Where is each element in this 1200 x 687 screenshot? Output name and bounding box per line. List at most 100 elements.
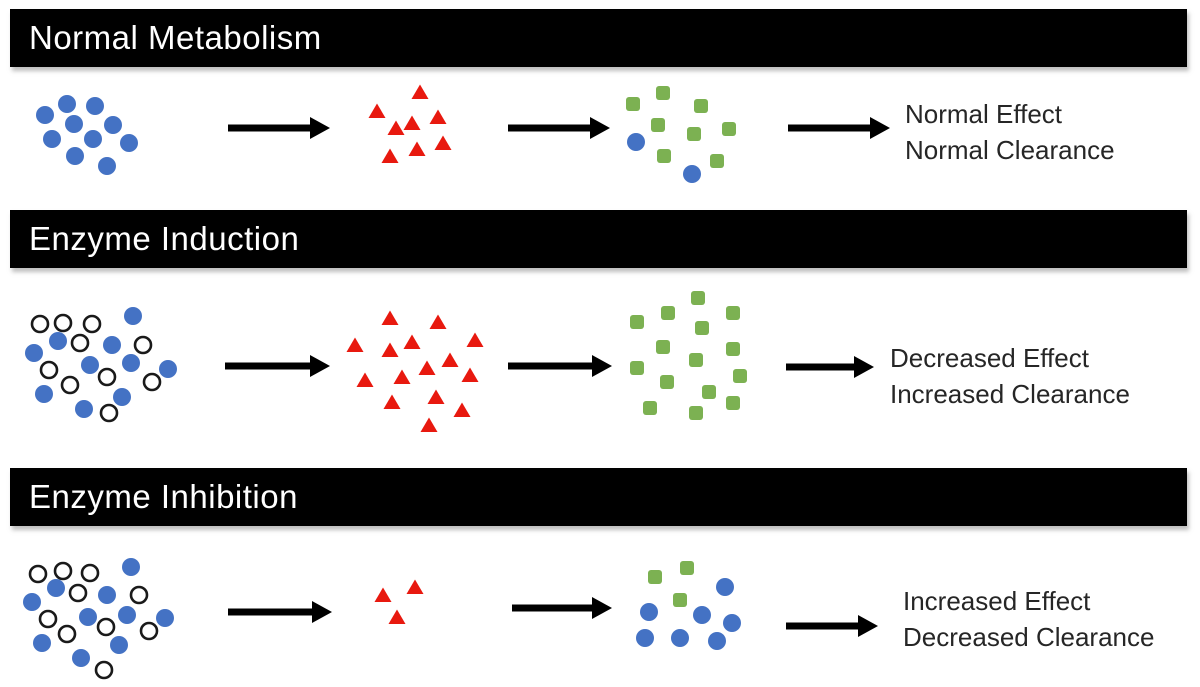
open-circle [53,313,73,333]
open-circle [82,314,102,334]
blue-circle [23,593,41,611]
green-square [702,385,716,399]
red-triangle [406,579,424,594]
outcome-label-inhibition: Increased Effect Decreased Clearance [903,583,1154,655]
section-banner-enzyme-inhibition: Enzyme Inhibition [10,468,1187,526]
metabolism-cluster [346,310,484,432]
blue-circle [47,579,65,597]
green-square [689,353,703,367]
blue-circle [723,614,741,632]
green-square [710,154,724,168]
blue-circle [640,603,658,621]
red-triangle [453,402,471,417]
drug-inhibitor-cluster [23,558,174,680]
red-triangle [393,369,411,384]
blue-circle [58,95,76,113]
open-circle [129,585,149,605]
outcome-label-induction: Decreased Effect Increased Clearance [890,340,1130,412]
open-circle [28,564,48,584]
flow-arrow-icon [225,355,330,377]
open-circle [142,372,162,392]
open-circle [60,375,80,395]
green-square [660,375,674,389]
open-circle [30,314,50,334]
blue-circle [120,134,138,152]
flow-arrow-icon [788,117,890,139]
drug-inducer-cluster [25,307,177,423]
open-circle [99,403,119,423]
blue-circle [84,130,102,148]
clearance-line: Increased Clearance [890,379,1130,409]
blue-circle [671,629,689,647]
section-banner-normal-metabolism: Normal Metabolism [10,9,1187,67]
blue-circle [79,608,97,626]
blue-circle [98,586,116,604]
blue-circle [75,400,93,418]
flow-arrow-icon [786,356,874,378]
open-circle [139,621,159,641]
green-square [687,127,701,141]
red-triangle [441,352,459,367]
blue-circle [65,115,83,133]
red-triangle [383,394,401,409]
section-banner-enzyme-induction: Enzyme Induction [10,210,1187,268]
outcome-label-normal: Normal Effect Normal Clearance [905,96,1115,168]
flow-arrow-icon [508,355,612,377]
red-triangle [368,103,386,118]
red-triangle [411,84,429,99]
red-triangle [388,609,406,624]
blue-circle [66,147,84,165]
red-triangle [429,314,447,329]
green-square [661,306,675,320]
blue-circle [124,307,142,325]
effect-cluster [630,291,747,420]
clearance-line: Normal Clearance [905,135,1115,165]
green-square [626,97,640,111]
drug-cluster [36,95,138,175]
section-title: Enzyme Inhibition [29,478,298,515]
open-circle [96,617,116,637]
red-triangle [427,389,445,404]
flow-arrow-icon [228,117,330,139]
blue-circle [36,106,54,124]
open-circle [53,561,73,581]
blue-circle [118,606,136,624]
red-triangle [420,417,438,432]
metabolism-cluster [374,579,424,624]
red-triangle [381,148,399,163]
green-square [726,342,740,356]
flow-arrow-icon [512,597,612,619]
green-square [694,99,708,113]
metabolism-cluster [368,84,452,163]
blue-circle [103,336,121,354]
open-circle [39,360,59,380]
blue-circle [35,385,53,403]
green-square [648,570,662,584]
green-square [651,118,665,132]
red-triangle [466,332,484,347]
blue-circle [122,354,140,372]
green-square [695,321,709,335]
red-triangle [418,360,436,375]
blue-circle [113,388,131,406]
green-square [733,369,747,383]
red-triangle [381,310,399,325]
blue-circle [81,356,99,374]
open-circle [57,624,77,644]
green-square [630,315,644,329]
green-square [656,340,670,354]
green-square [722,122,736,136]
green-square [673,593,687,607]
red-triangle [346,337,364,352]
green-square [657,149,671,163]
blue-circle [43,130,61,148]
flow-arrow-icon [508,117,610,139]
red-triangle [403,334,421,349]
blue-circle [708,632,726,650]
blue-circle [122,558,140,576]
blue-circle [98,157,116,175]
red-triangle [403,115,421,130]
flow-arrow-icon [228,601,332,623]
